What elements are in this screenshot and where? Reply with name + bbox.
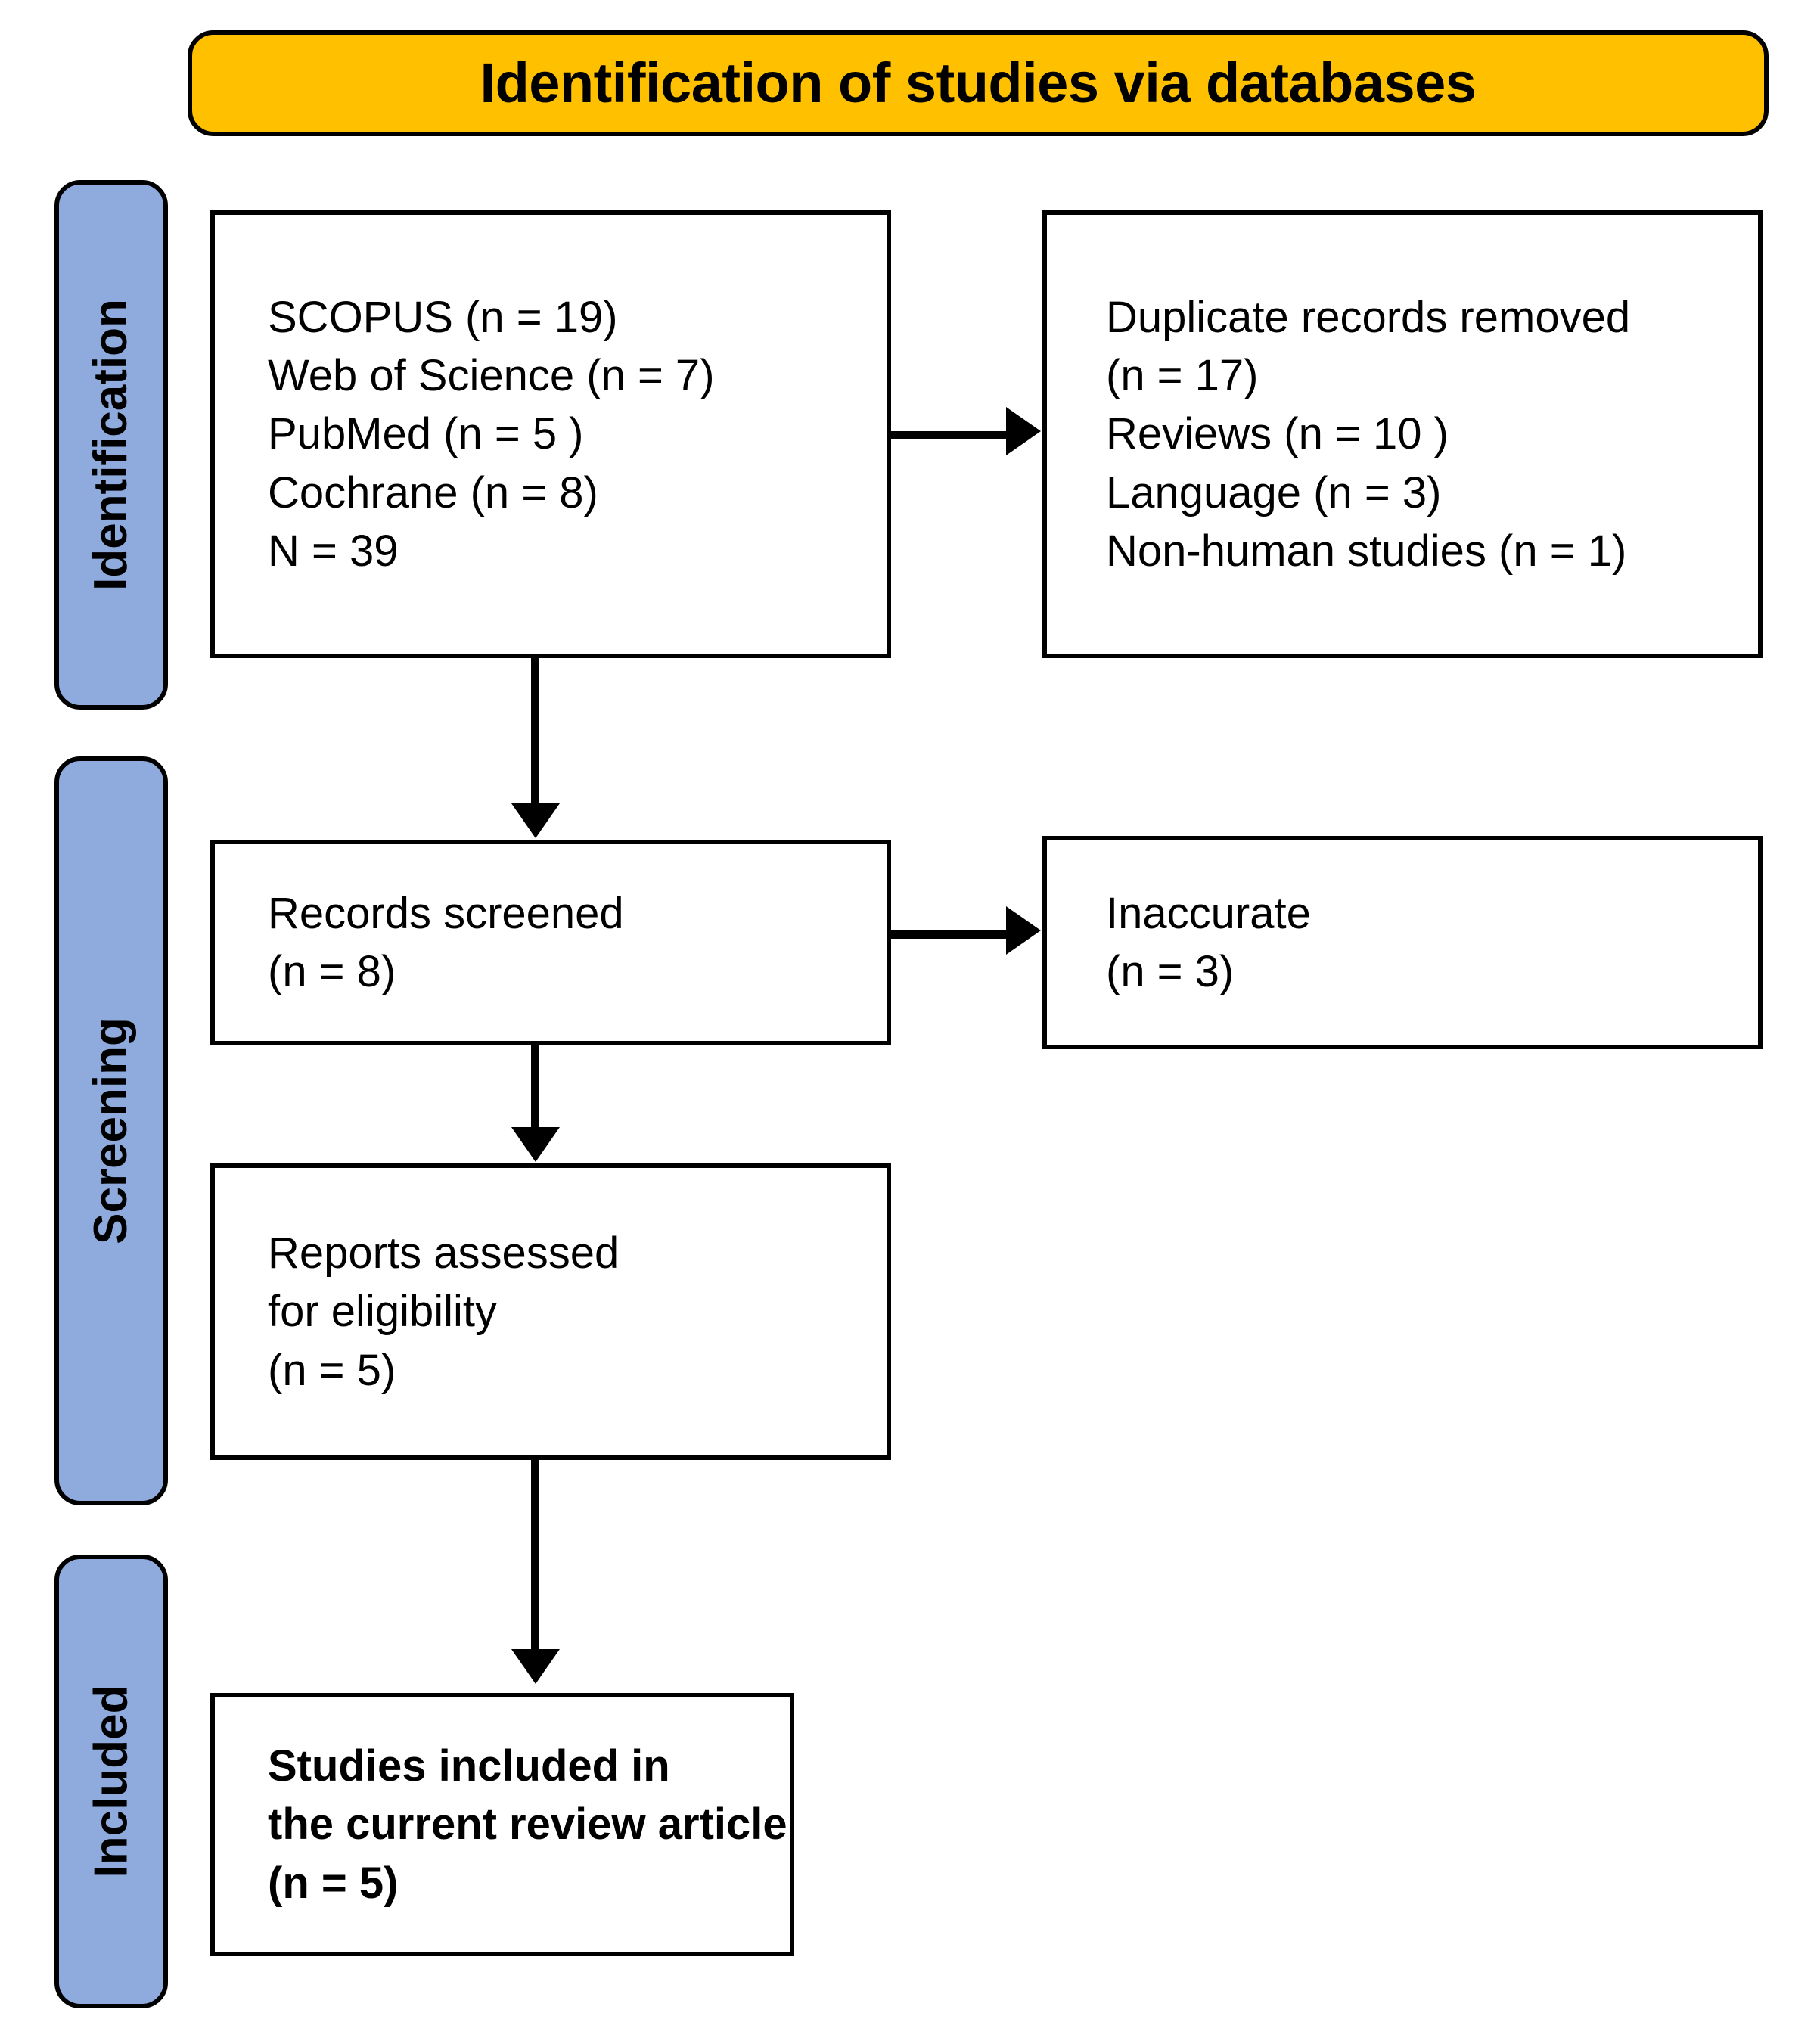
stage-label-included-text: Included [85, 1685, 137, 1878]
stage-label-screening: Screening [54, 756, 168, 1505]
connector-screened-to-inaccurate [887, 930, 1009, 939]
box-line: Non-human studies (n = 1) [1106, 526, 1627, 576]
box-line: Language (n = 3) [1106, 467, 1442, 517]
connector-eligibility-to-included [531, 1460, 539, 1654]
box-line: Web of Science (n = 7) [268, 351, 715, 401]
arrowhead-right-icon [1006, 407, 1041, 455]
box-line: PubMed (n = 5 ) [268, 409, 584, 459]
arrowhead-down-icon [511, 803, 560, 838]
box-records-removed: Duplicate records removed (n = 17) Revie… [1042, 210, 1763, 658]
diagram-header-banner: Identification of studies via databases [188, 30, 1769, 136]
box-line: SCOPUS (n = 19) [268, 293, 618, 343]
box-line: Duplicate records removed [1106, 293, 1631, 343]
arrowhead-down-icon [511, 1649, 560, 1684]
box-records-screened: Records screened (n = 8) [210, 840, 891, 1045]
box-line: Inaccurate [1106, 888, 1311, 938]
arrowhead-right-icon [1006, 906, 1041, 955]
box-line: Reviews (n = 10 ) [1106, 409, 1449, 459]
arrowhead-down-icon [511, 1127, 560, 1162]
box-line: N = 39 [268, 526, 399, 576]
connector-databases-to-screened [531, 658, 539, 809]
stage-label-identification-text: Identification [85, 299, 137, 591]
box-reports-assessed-eligibility: Reports assessed for eligibility (n = 5) [210, 1163, 891, 1460]
box-line: for eligibility [268, 1287, 497, 1337]
diagram-title: Identification of studies via databases [480, 51, 1477, 114]
box-records-identified: SCOPUS (n = 19) Web of Science (n = 7) P… [210, 210, 891, 658]
box-line: (n = 5) [268, 1858, 399, 1908]
box-line: (n = 17) [1106, 351, 1259, 401]
stage-label-identification: Identification [54, 180, 168, 710]
stage-label-included: Included [54, 1555, 168, 2008]
box-line: (n = 3) [1106, 947, 1235, 996]
box-line: Reports assessed [268, 1228, 620, 1278]
connector-databases-to-removed [887, 431, 1009, 439]
box-line: (n = 8) [268, 947, 396, 996]
stage-label-screening-text: Screening [85, 1017, 137, 1244]
box-studies-included: Studies included in the current review a… [210, 1693, 794, 1956]
box-line: (n = 5) [268, 1345, 396, 1395]
box-line: Records screened [268, 888, 624, 938]
box-records-excluded-inaccurate: Inaccurate (n = 3) [1042, 836, 1763, 1049]
box-line: Studies included in [268, 1741, 670, 1791]
box-line: Cochrane (n = 8) [268, 467, 598, 517]
connector-screened-to-eligibility [531, 1045, 539, 1130]
box-line: the current review article [268, 1800, 787, 1850]
